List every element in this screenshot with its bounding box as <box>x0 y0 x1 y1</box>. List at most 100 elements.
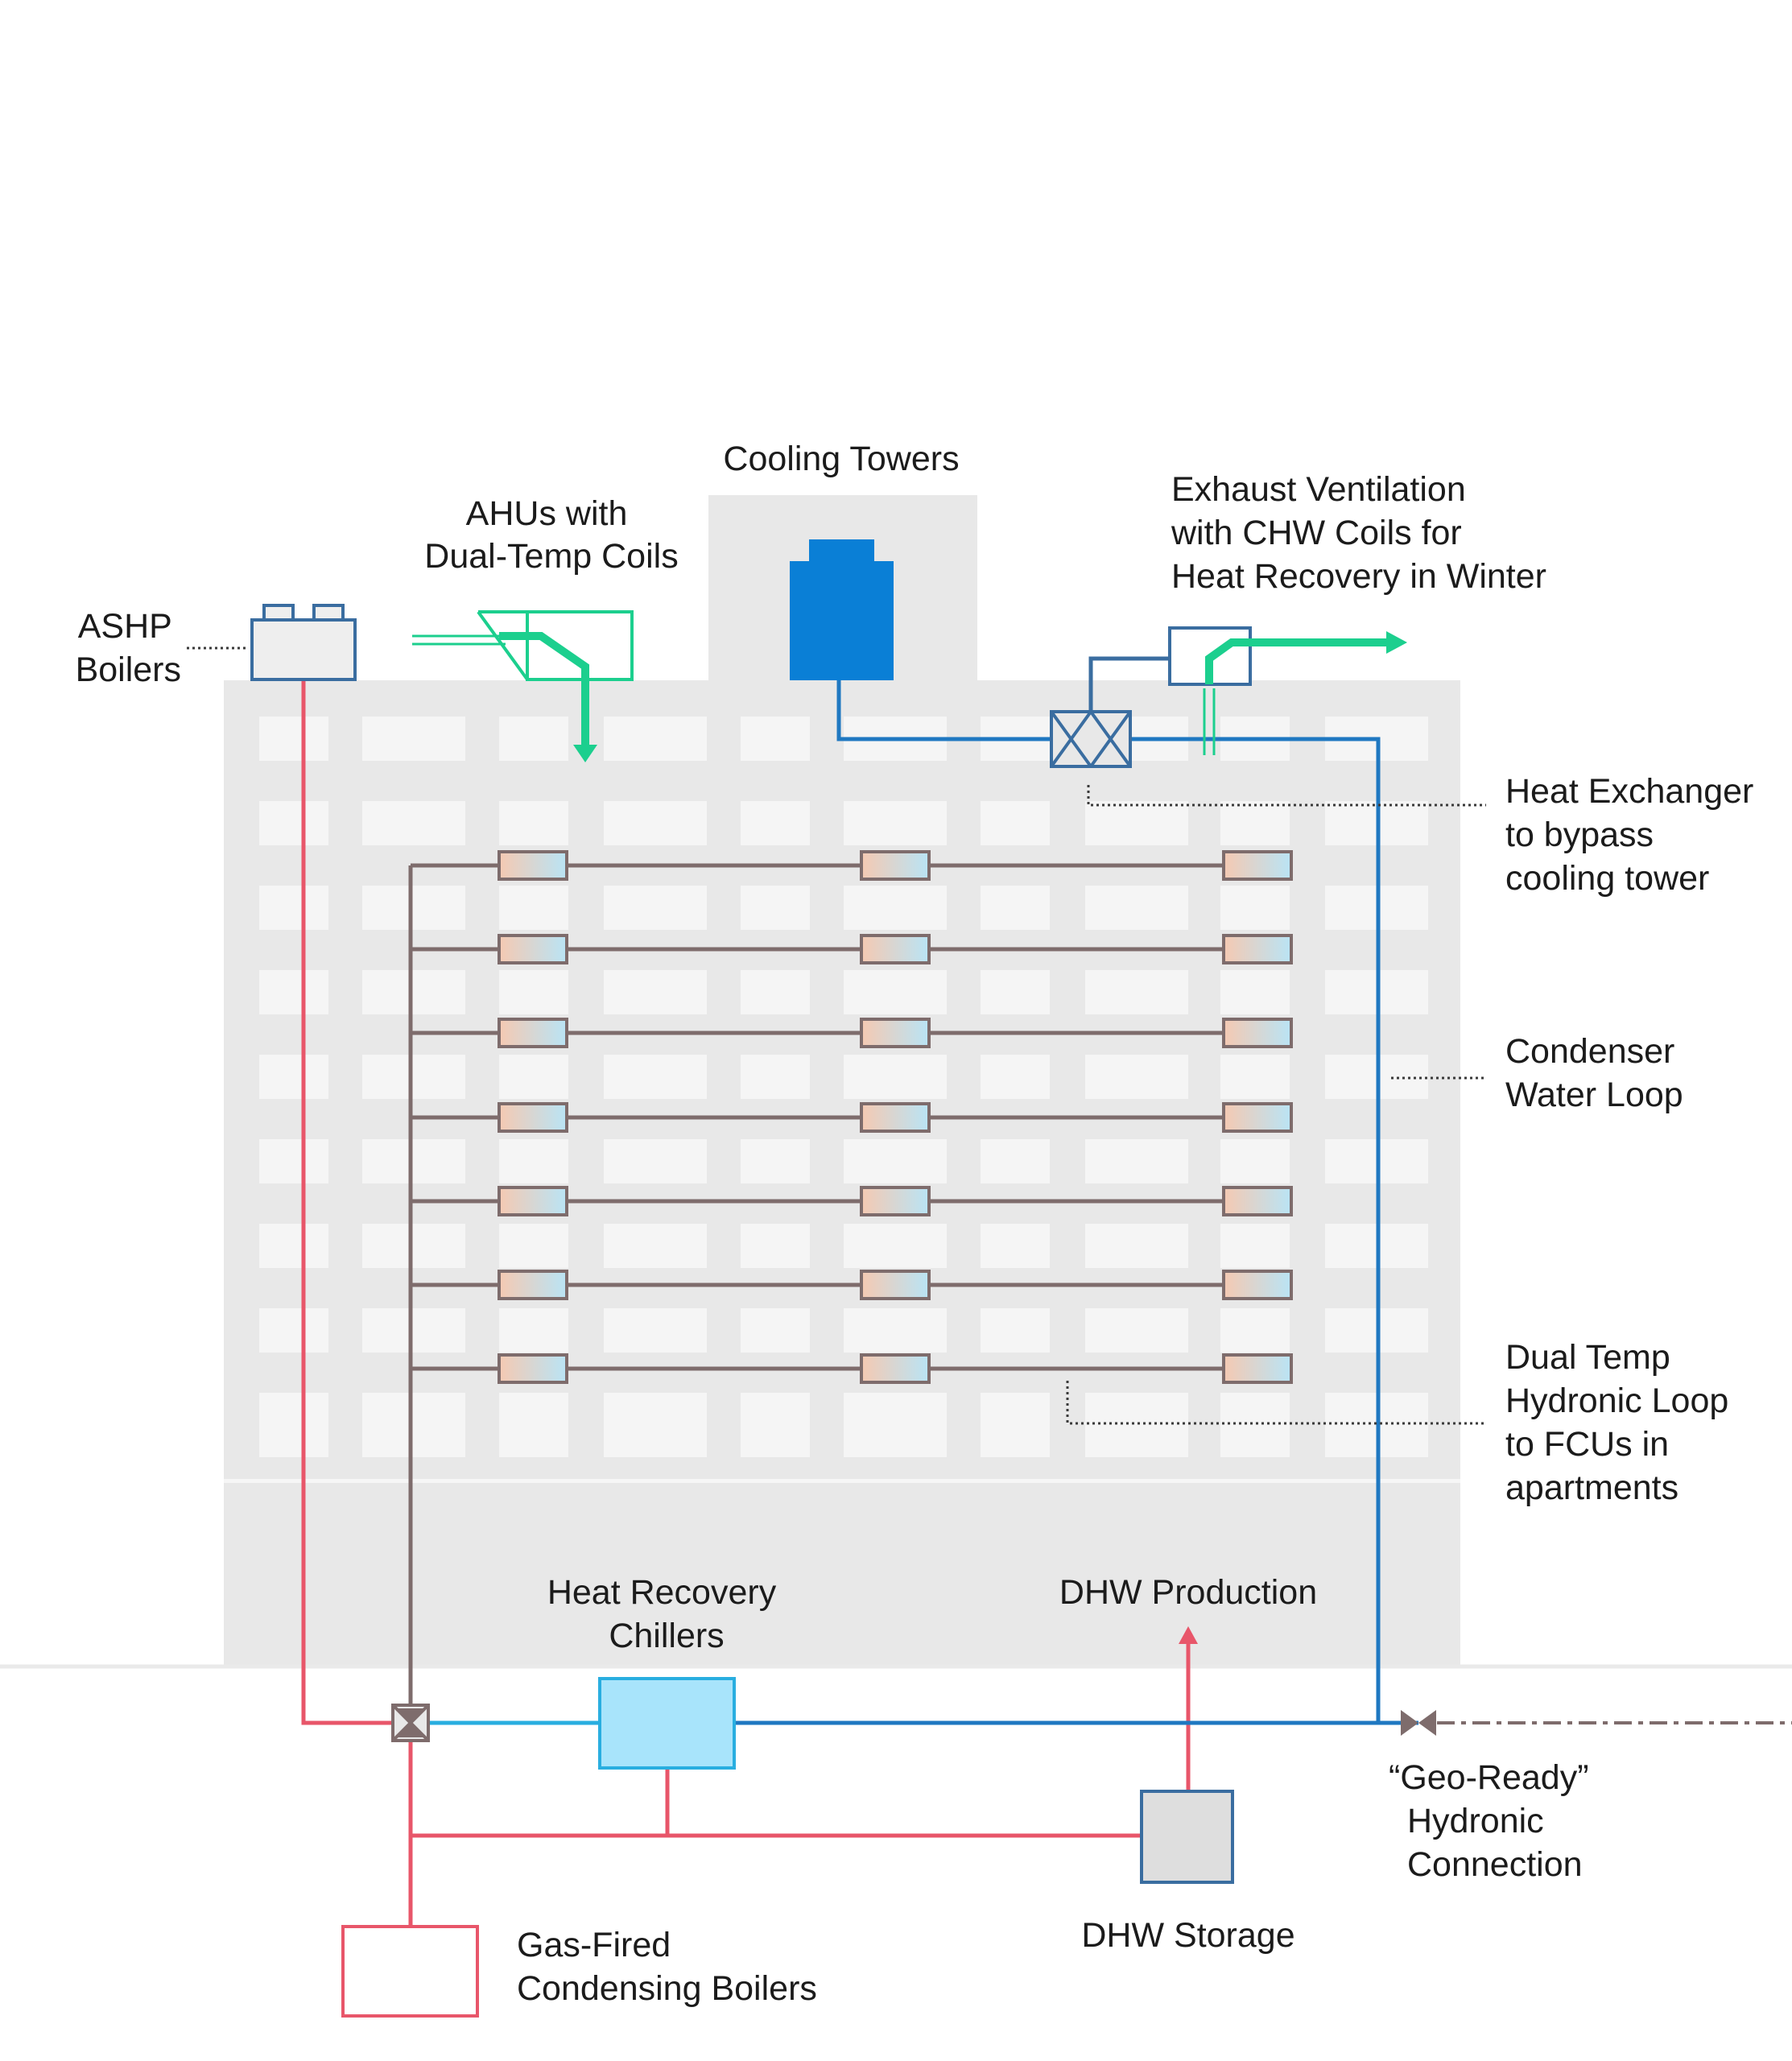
fan-coil-unit <box>1222 1353 1293 1384</box>
dhw-storage-tank <box>1140 1790 1234 1884</box>
building-window <box>981 1139 1050 1183</box>
building-window <box>362 717 465 761</box>
building-window <box>981 886 1050 930</box>
building-window <box>1220 1139 1290 1183</box>
fan-coil-unit <box>1222 934 1293 964</box>
building-window <box>741 886 810 930</box>
building-window <box>499 970 568 1014</box>
building-window <box>741 1224 810 1268</box>
building-window <box>362 886 465 930</box>
building-window <box>1085 1224 1188 1268</box>
ahu-dual-temp-coils <box>412 610 634 762</box>
building-window <box>604 1393 707 1457</box>
fan-coil-unit <box>1222 1186 1293 1216</box>
building-window <box>604 886 707 930</box>
building-window <box>259 801 328 845</box>
building-window <box>741 1139 810 1183</box>
label-exhaust-ventilation: Exhaust Ventilation with CHW Coils for H… <box>1171 470 1546 596</box>
fan-coil-unit <box>498 1270 568 1300</box>
building-window <box>259 970 328 1014</box>
fan-coil-unit <box>498 1186 568 1216</box>
building-window <box>981 1055 1050 1099</box>
label-heat-recovery-chillers: Heat Recovery Chillers <box>547 1573 786 1655</box>
building-window <box>362 1393 465 1457</box>
fan-coil-unit <box>860 934 931 964</box>
building-window <box>1085 1308 1188 1353</box>
building-window <box>741 970 810 1014</box>
building-window <box>604 1055 707 1099</box>
building-window <box>1085 1139 1188 1183</box>
fan-coil-unit <box>1222 1102 1293 1133</box>
building-window <box>1220 1224 1290 1268</box>
building-window <box>362 801 465 845</box>
building-window <box>1220 970 1290 1014</box>
building-window <box>844 801 947 845</box>
building-window <box>844 1139 947 1183</box>
building-window <box>362 1224 465 1268</box>
building-window <box>259 717 328 761</box>
building-window <box>1220 1393 1290 1457</box>
fan-coil-unit <box>498 850 568 881</box>
fan-coil-unit <box>860 1018 931 1048</box>
fan-coil-unit <box>1222 850 1293 881</box>
label-heat-exchanger: Heat Exchanger to bypass cooling tower <box>1505 772 1763 898</box>
building-window <box>259 1139 328 1183</box>
fan-coil-unit <box>1222 1270 1293 1300</box>
building-window <box>362 1139 465 1183</box>
leader-lines <box>187 646 1486 1425</box>
building-window <box>981 1308 1050 1353</box>
building-window <box>1085 886 1188 930</box>
podium-divider <box>224 1479 1460 1483</box>
building-window <box>259 1055 328 1099</box>
building-window <box>1085 1393 1188 1457</box>
fan-coil-unit <box>1222 1018 1293 1048</box>
building-window <box>981 801 1050 845</box>
gas-fired-boilers-unit <box>341 1925 479 2018</box>
condenser-return-pipe <box>1130 737 1409 1725</box>
building-window <box>844 1055 947 1099</box>
building-window <box>604 1308 707 1353</box>
building-window <box>499 1224 568 1268</box>
fan-coil-unit <box>860 1186 931 1216</box>
building-window <box>362 1308 465 1353</box>
heat-recovery-chillers-unit <box>598 1677 736 1770</box>
building-window <box>604 1139 707 1183</box>
building-window <box>741 1055 810 1099</box>
label-cooling-towers: Cooling Towers <box>723 440 959 478</box>
building-window <box>362 970 465 1014</box>
dual-temp-leader <box>1066 1381 1486 1425</box>
building-window <box>1220 1055 1290 1099</box>
label-ashp-boilers: ASHP Boilers <box>76 607 181 689</box>
building-window <box>259 1224 328 1268</box>
fan-coil-unit <box>860 1353 931 1384</box>
building-window <box>499 717 568 761</box>
label-dhw-production: DHW Production <box>1059 1573 1317 1612</box>
geo-ready-valve-icon <box>1401 1710 1436 1736</box>
heat-exchanger-leader <box>1087 785 1486 807</box>
building-window <box>741 1308 810 1353</box>
building-window <box>981 1393 1050 1457</box>
fan-coil-unit <box>860 1270 931 1300</box>
building-window <box>499 1308 568 1353</box>
building-window <box>499 886 568 930</box>
building-window <box>741 717 810 761</box>
building-window <box>604 801 707 845</box>
ashp-boilers-unit <box>250 604 357 681</box>
building-window <box>1220 1308 1290 1353</box>
label-ahus: AHUs with Dual-Temp Coils <box>424 494 678 576</box>
building-window <box>259 1308 328 1353</box>
fan-coil-unit <box>498 1353 568 1384</box>
label-dual-temp-loop: Dual Temp Hydronic Loop to FCUs in apart… <box>1505 1338 1738 1507</box>
building-window <box>844 1308 947 1353</box>
building-window <box>499 1055 568 1099</box>
dhw-production-arrowhead <box>1179 1626 1198 1644</box>
hot-water-pipes <box>301 680 1191 1927</box>
condenser-water-pipes <box>428 656 1418 1725</box>
building-window <box>259 1393 328 1457</box>
exhaust-ventilation-unit <box>1168 626 1407 755</box>
building-window <box>499 1139 568 1183</box>
building-window <box>1085 1055 1188 1099</box>
manifold-valve-icon <box>391 1704 430 1742</box>
building-window <box>844 1393 947 1457</box>
